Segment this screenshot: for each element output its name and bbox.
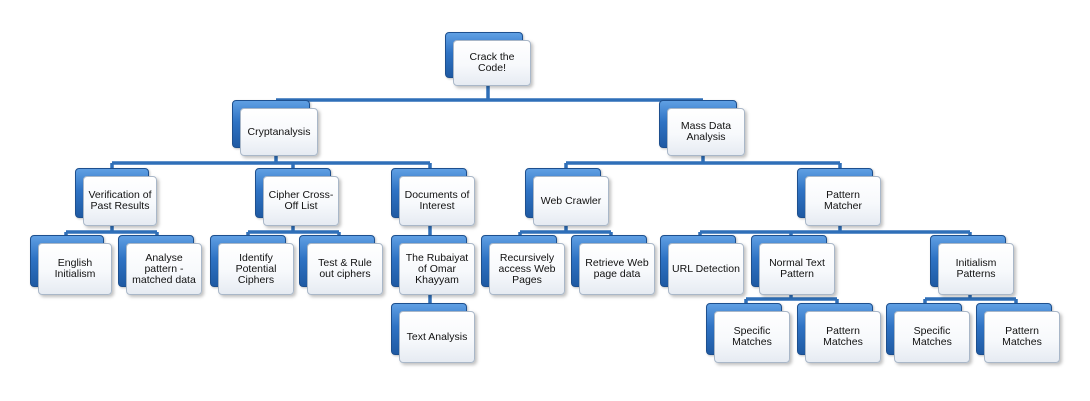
node-label: Pattern Matches <box>805 311 881 363</box>
node-label: Crack the Code! <box>453 40 531 86</box>
node-english-initialism: English Initialism <box>30 235 112 295</box>
node-test-rule-out-ciphers: Test & Rule out ciphers <box>299 235 383 295</box>
node-cipher-cross-off-list: Cipher Cross-Off List <box>255 168 339 226</box>
node-text-analysis: Text Analysis <box>391 303 475 363</box>
node-label: Retrieve Web page data <box>579 243 655 295</box>
node-label: Documents of Interest <box>399 176 475 226</box>
node-label: Test & Rule out ciphers <box>307 243 383 295</box>
node-web-crawler: Web Crawler <box>525 168 609 226</box>
node-label: Web Crawler <box>533 176 609 226</box>
node-label: Identify Potential Ciphers <box>218 243 294 295</box>
node-analyse-pattern-matched: Analyse pattern - matched data <box>118 235 202 295</box>
node-label: Pattern Matcher <box>805 176 881 226</box>
node-cryptanalysis: Cryptanalysis <box>232 100 318 156</box>
node-normal-specific-matches: Specific Matches <box>706 303 790 363</box>
node-label: Cryptanalysis <box>240 108 318 156</box>
node-retrieve-web-page-data: Retrieve Web page data <box>571 235 655 295</box>
node-url-detection: URL Detection <box>660 235 744 295</box>
node-label: Verification of Past Results <box>83 176 157 226</box>
node-label: Text Analysis <box>399 311 475 363</box>
node-label: Normal Text Pattern <box>759 243 835 295</box>
node-label: English Initialism <box>38 243 112 295</box>
node-pattern-matcher: Pattern Matcher <box>797 168 881 226</box>
node-label: Recursively access Web Pages <box>489 243 565 295</box>
node-crack-the-code: Crack the Code! <box>445 32 531 86</box>
node-identify-potential-ciphers: Identify Potential Ciphers <box>210 235 294 295</box>
node-label: Cipher Cross-Off List <box>263 176 339 226</box>
node-label: Analyse pattern - matched data <box>126 243 202 295</box>
node-normal-pattern-matches: Pattern Matches <box>797 303 881 363</box>
node-label: The Rubaiyat of Omar Khayyam <box>399 243 475 295</box>
node-rubaiyat-omar-khayyam: The Rubaiyat of Omar Khayyam <box>391 235 475 295</box>
node-initialism-patterns: Initialism Patterns <box>930 235 1014 295</box>
node-normal-text-pattern: Normal Text Pattern <box>751 235 835 295</box>
node-recursively-access-web-pages: Recursively access Web Pages <box>481 235 565 295</box>
node-initialism-pattern-matches: Pattern Matches <box>976 303 1060 363</box>
node-documents-of-interest: Documents of Interest <box>391 168 475 226</box>
node-label: Specific Matches <box>714 311 790 363</box>
node-initialism-specific-matches: Specific Matches <box>886 303 970 363</box>
node-label: Pattern Matches <box>984 311 1060 363</box>
node-label: URL Detection <box>668 243 744 295</box>
node-label: Initialism Patterns <box>938 243 1014 295</box>
node-label: Mass Data Analysis <box>667 108 745 156</box>
node-verification-past-results: Verification of Past Results <box>75 168 157 226</box>
node-mass-data-analysis: Mass Data Analysis <box>659 100 745 156</box>
node-label: Specific Matches <box>894 311 970 363</box>
